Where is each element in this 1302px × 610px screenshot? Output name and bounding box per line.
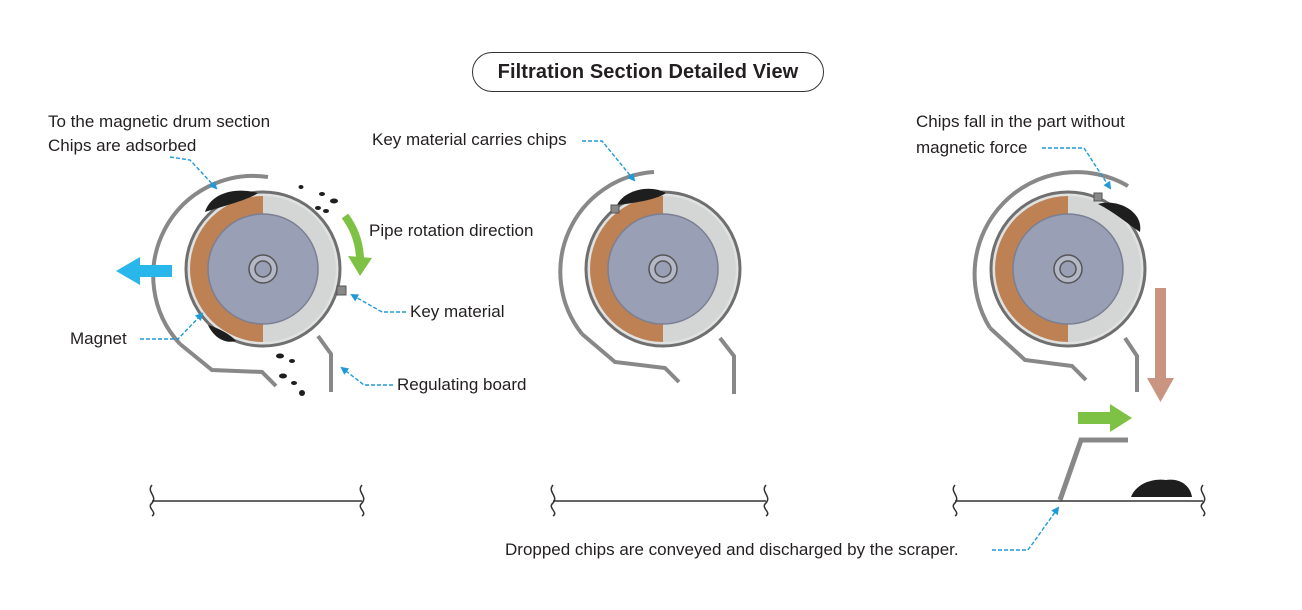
chips-adsorbed-top <box>205 190 258 212</box>
leader-key-material <box>350 294 406 313</box>
housing-1 <box>151 173 269 346</box>
housing-3 <box>972 170 1130 330</box>
leader-drum-section <box>169 156 218 190</box>
housing-2 <box>558 170 655 336</box>
conveyor-line-2 <box>550 484 769 517</box>
label-chips-fall-line2: magnetic force <box>916 138 1028 157</box>
label-drum-section-line1: To the magnetic drum section <box>48 112 271 131</box>
conveyor-line-1 <box>149 484 365 517</box>
label-dropped-chips: Dropped chips are conveyed and discharge… <box>505 540 959 559</box>
housing-1-bottom <box>178 342 278 388</box>
label-drum-section-line2: Chips are adsorbed <box>48 136 197 155</box>
brown-down-arrow <box>1147 288 1174 402</box>
key-material-1 <box>336 285 347 296</box>
leader-key-carries <box>582 140 636 182</box>
magnetic-drum-3 <box>952 170 1206 517</box>
page-title: Filtration Section Detailed View <box>472 52 824 92</box>
leader-chips-fall <box>1042 147 1112 190</box>
magnetic-drum-2 <box>550 170 769 517</box>
label-regulating-board: Regulating board <box>397 375 527 394</box>
leader-dropped-chips <box>992 506 1060 551</box>
leader-regulating-board <box>340 366 393 386</box>
regulating-board-3 <box>1123 336 1139 392</box>
label-magnet: Magnet <box>70 329 127 348</box>
regulating-board-1 <box>316 334 333 392</box>
label-chips-fall-line1: Chips fall in the part without <box>916 112 1125 131</box>
chips-falling-3 <box>1098 202 1141 232</box>
chip-particles-1 <box>276 185 338 396</box>
housing-3-bottom <box>988 326 1088 382</box>
leader-magnet <box>140 312 204 340</box>
magnetic-drum-1 <box>116 173 372 517</box>
discharged-chips <box>1131 479 1192 497</box>
label-key-material: Key material <box>410 302 505 321</box>
callout-leaders <box>140 140 1112 551</box>
green-right-arrow <box>1078 404 1132 432</box>
chips-adsorbed-bottom <box>208 325 236 342</box>
rotation-arrow-head <box>348 256 372 276</box>
conveyor-line-3 <box>952 484 1206 517</box>
key-material-2 <box>610 204 620 214</box>
rotation-arrow-body <box>341 213 364 259</box>
blue-left-arrow <box>116 257 172 285</box>
label-pipe-rotation: Pipe rotation direction <box>369 221 534 240</box>
chips-on-key-2 <box>617 188 666 205</box>
key-material-3 <box>1093 192 1103 202</box>
scraper <box>1057 437 1128 501</box>
regulating-board-2 <box>718 336 736 394</box>
housing-2-bottom <box>580 332 681 384</box>
label-key-carries: Key material carries chips <box>372 130 567 149</box>
